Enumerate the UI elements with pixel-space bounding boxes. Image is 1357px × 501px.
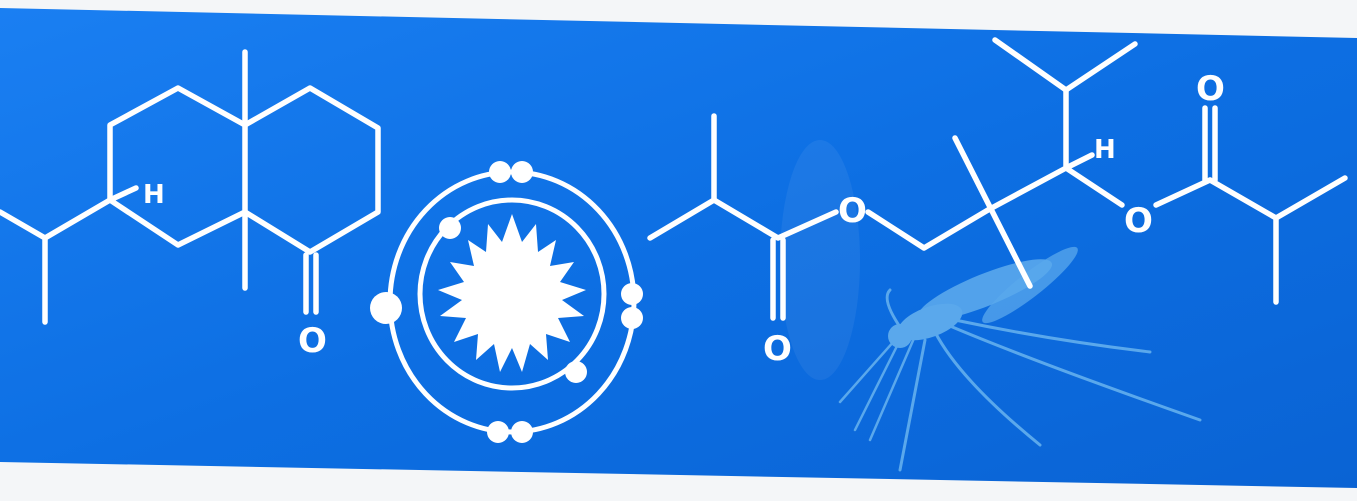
oxygen-label-right-carbonyl: O [1196, 69, 1225, 109]
oxygen-label-ester-carbonyl: O [763, 329, 792, 369]
mosquito-icon [838, 246, 1202, 472]
molecule-right: O O H O O [647, 37, 1348, 369]
oxygen-label-ketone: O [298, 321, 327, 361]
sun-burst [438, 214, 586, 372]
oxygen-label-right-ether: O [1124, 201, 1153, 241]
orbit-sun-icon [370, 161, 643, 443]
molecule-left: H O [0, 49, 381, 361]
oxygen-label-ester-ether: O [838, 191, 867, 231]
hydrogen-label-right: H [1094, 135, 1116, 165]
glare [780, 140, 860, 380]
hydrogen-label-left: H [143, 180, 165, 210]
banner-background [0, 8, 1357, 488]
